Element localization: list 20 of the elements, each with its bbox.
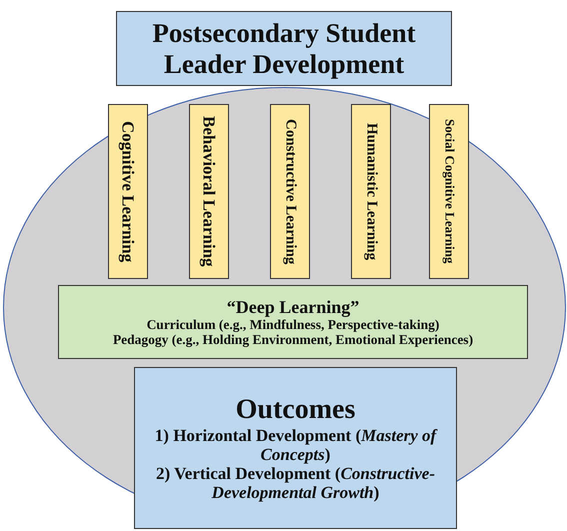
box-text: 2) Vertical Development (Constructive-Developmental Growth) (154, 464, 436, 502)
pillar-label: Constructive Learning (282, 118, 298, 264)
content-box (58, 285, 528, 359)
pillar-label: Humanistic Learning (362, 122, 380, 260)
pillar-box (270, 104, 310, 279)
pillar-box (429, 104, 469, 279)
pillar-label: Behavioral Learning (199, 116, 219, 267)
pillar-label: Cognitive Learning (118, 120, 138, 262)
title-text: Postsecondary Student Leader Development (151, 18, 417, 79)
pillar-label: Social Cognitive Learning (442, 119, 456, 264)
content-box (134, 367, 457, 529)
box-text: 1) Horizontal Development (Mastery of Concepts) (154, 426, 438, 464)
box-text: Pedagogy (e.g., Holding Environment, Emotional Experiences) (112, 332, 474, 348)
title-box (116, 11, 452, 86)
pillar-box (108, 104, 148, 279)
box-text: Curriculum (e.g., Mindfulness, Perspective-taking) (146, 316, 440, 332)
pillar-box (351, 104, 391, 279)
box-heading: Outcomes (236, 394, 356, 426)
pillar-box (189, 104, 229, 279)
box-heading: “Deep Learning” (226, 296, 360, 317)
